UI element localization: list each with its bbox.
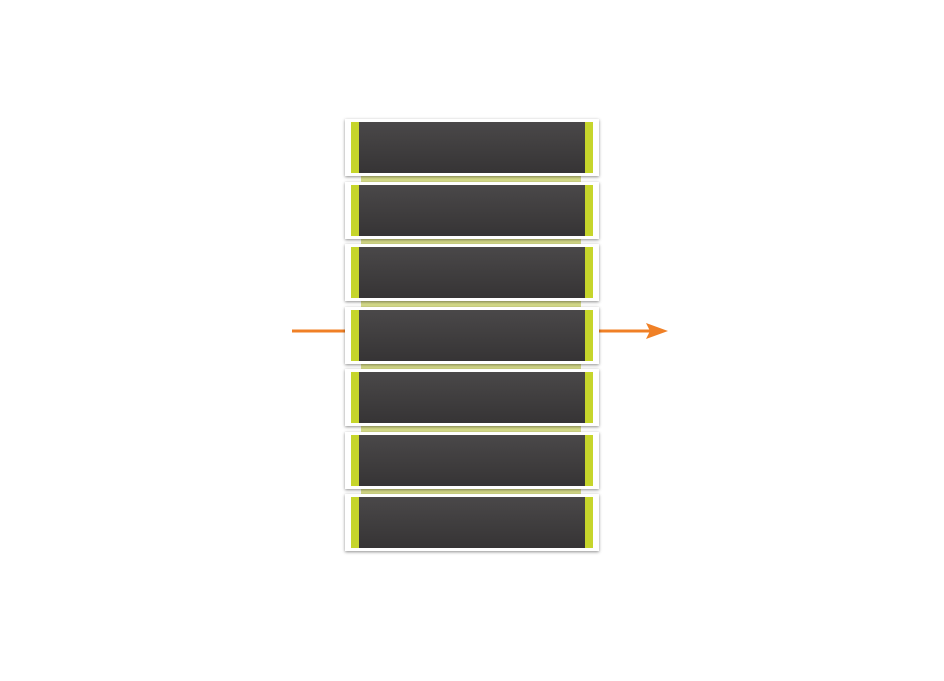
- stack-layer-6: [345, 431, 599, 489]
- layer-face: [351, 434, 593, 486]
- stack-layer-2: [345, 181, 599, 239]
- layer-face: [351, 497, 593, 548]
- stack-layer-5: [345, 369, 599, 426]
- layer-connector: [361, 486, 581, 496]
- layer-face: [351, 309, 593, 361]
- layer-connector: [361, 361, 581, 371]
- layer-face: [351, 184, 593, 236]
- layer-connector: [361, 236, 581, 246]
- output-arrow-head: [646, 323, 668, 339]
- layer-connector: [361, 299, 581, 308]
- stack-layer-3: [345, 244, 599, 301]
- layer-connector: [361, 424, 581, 433]
- stack-layer-7: [345, 494, 599, 551]
- stack-layer-1: [345, 119, 599, 176]
- layer-face: [351, 247, 593, 298]
- layer-connector: [361, 174, 581, 183]
- layer-face: [351, 372, 593, 423]
- layer-face: [351, 122, 593, 173]
- stack-layer-4: [345, 306, 599, 364]
